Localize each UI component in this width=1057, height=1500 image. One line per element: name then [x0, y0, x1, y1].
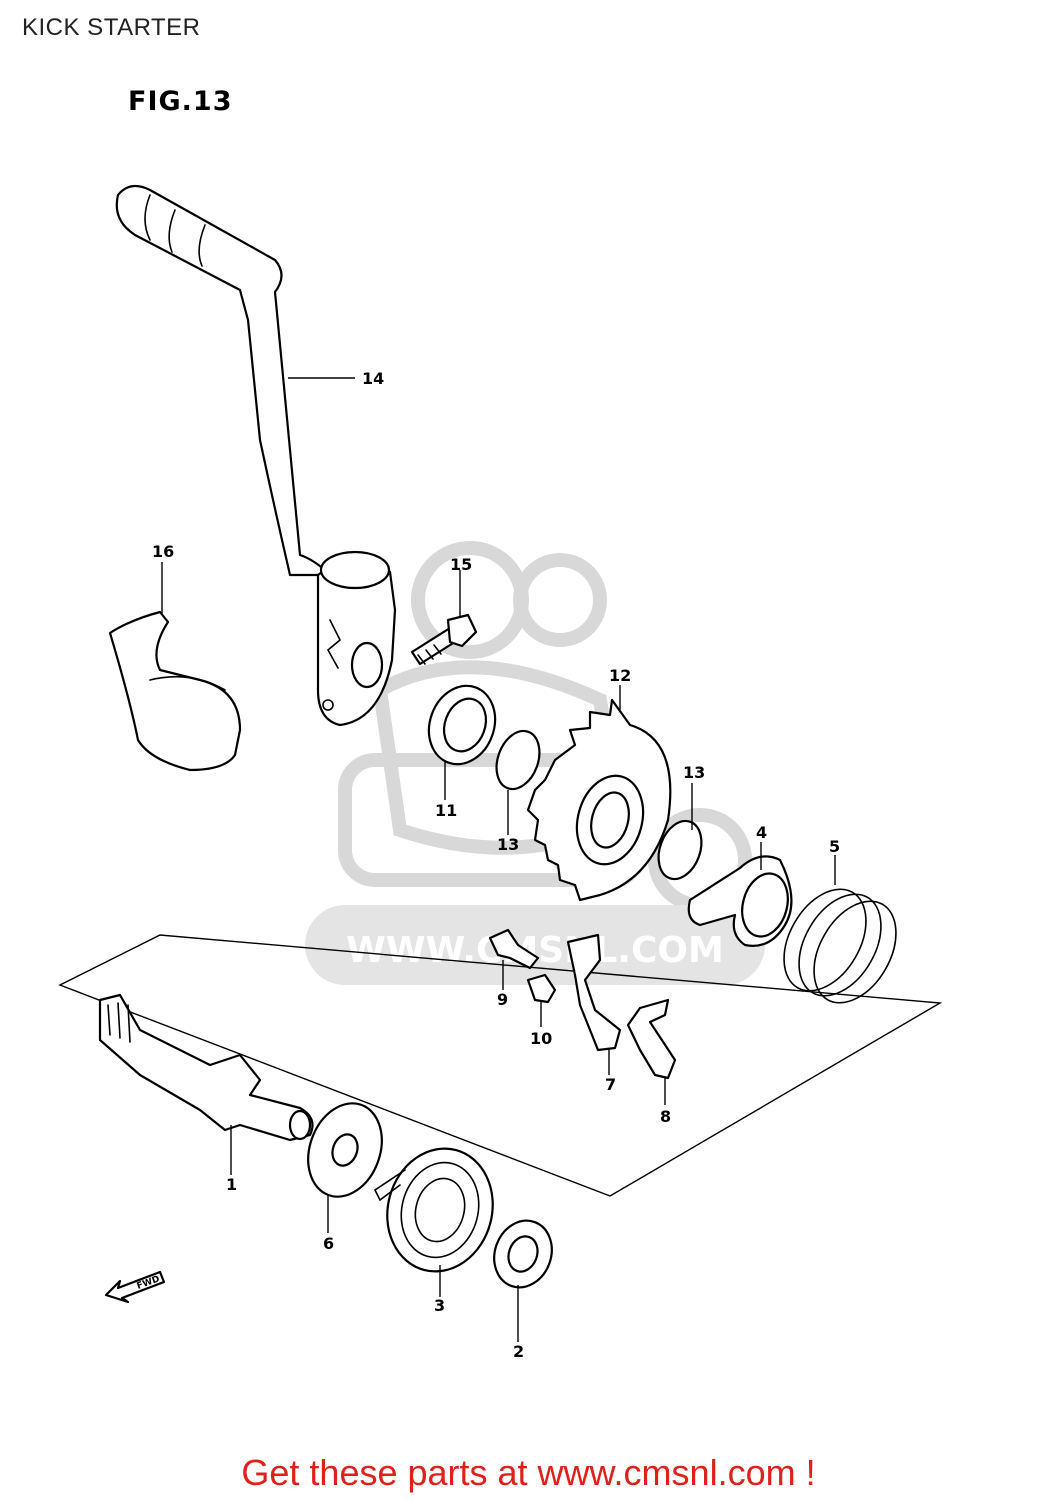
bolt-9 [488, 928, 540, 970]
spring-5 [783, 888, 897, 1004]
return-spring-3 [373, 1147, 494, 1273]
footer-promo-link[interactable]: Get these parts at www.cmsnl.com ! [241, 1452, 816, 1493]
callout-10: 10 [530, 1029, 552, 1048]
callout-2: 2 [513, 1342, 524, 1361]
bolt-15 [410, 613, 478, 666]
kick-gear-12 [526, 698, 672, 902]
callout-7: 7 [605, 1075, 616, 1094]
kick-shaft-1 [98, 993, 314, 1142]
ratchet-4 [687, 855, 793, 947]
assembly-frame [58, 934, 943, 1197]
callout-12: 12 [609, 666, 631, 685]
callout-numbers: 14 16 15 12 11 13 13 4 5 9 10 7 8 1 6 3 … [152, 369, 840, 1361]
callout-13-left: 13 [497, 835, 519, 854]
collar-2 [493, 1219, 553, 1289]
page-title: KICK STARTER [22, 14, 201, 41]
callout-13-right: 13 [683, 763, 705, 782]
callout-1: 1 [226, 1175, 237, 1194]
callout-6: 6 [323, 1234, 334, 1253]
forward-arrow: FWD [104, 1270, 166, 1304]
figure-label: FIG.13 [128, 86, 233, 117]
oil-seal-11 [427, 684, 497, 766]
stopper-8 [626, 998, 677, 1080]
callout-5: 5 [829, 837, 840, 856]
callout-15: 15 [450, 555, 472, 574]
washer-6 [307, 1102, 383, 1198]
callout-8: 8 [660, 1107, 671, 1126]
callout-14: 14 [362, 369, 384, 388]
guide-7 [566, 933, 622, 1052]
kick-lever [115, 184, 397, 727]
callout-9: 9 [497, 990, 508, 1009]
bolt-10 [526, 973, 557, 1004]
exploded-parts-diagram: WWW.CMSNL.COM [58, 184, 943, 1361]
callout-16: 16 [152, 542, 174, 561]
callout-3: 3 [434, 1296, 445, 1315]
kick-boot-cover [108, 610, 242, 772]
fwd-label: FWD [136, 1274, 162, 1291]
callout-11: 11 [435, 801, 457, 820]
leader-lines [161, 377, 836, 1342]
washer-13a [495, 729, 541, 791]
callout-4: 4 [756, 823, 767, 842]
watermark-text: WWW.CMSNL.COM [346, 930, 724, 971]
washer-13b [657, 819, 703, 881]
